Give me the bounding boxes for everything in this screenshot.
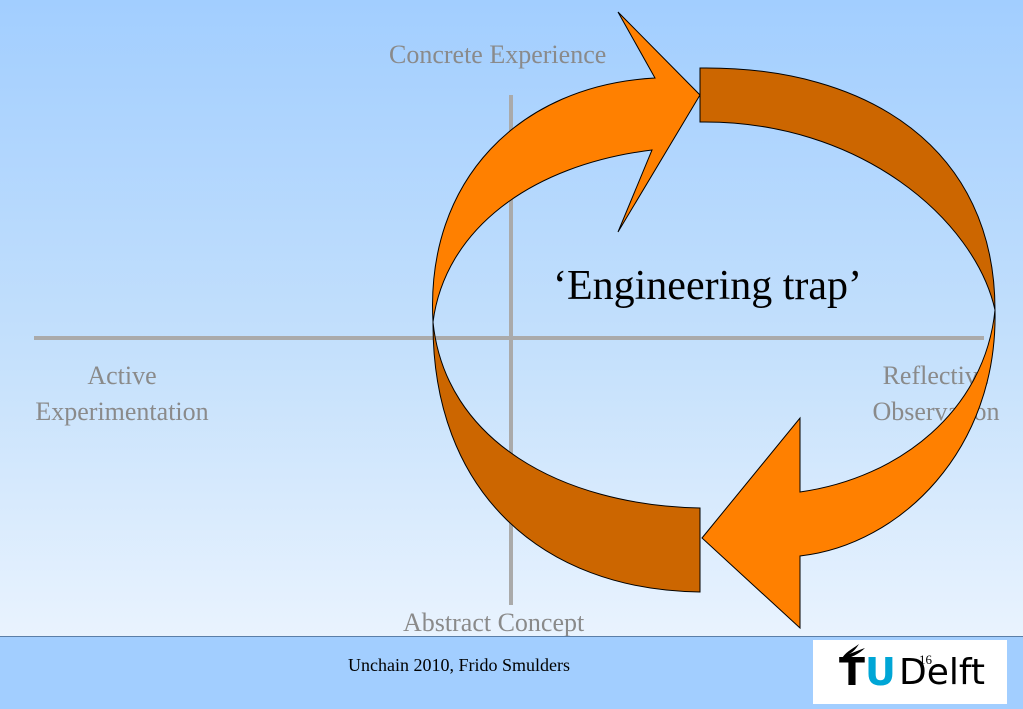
tudelft-logo: T U Delft — [813, 640, 1007, 704]
logo-u: U — [865, 650, 896, 694]
top-arrow-light-band — [432, 11, 701, 323]
label-reflective-observation: Reflective Observation — [850, 358, 1022, 430]
page-number: 16 — [919, 652, 932, 667]
label-active-line1: Active — [87, 361, 157, 390]
label-abstract-concept: Abstract Concept — [403, 608, 585, 637]
label-concrete-experience: Concrete Experience — [389, 40, 607, 69]
engineering-trap-text: ‘Engineering trap’ — [553, 263, 863, 309]
logo-delft: Delft — [899, 652, 986, 693]
footer-text: Unchain 2010, Frido Smulders — [348, 655, 570, 675]
flame-icon — [841, 644, 865, 660]
logo-t: T — [839, 650, 865, 694]
label-active-experimentation: Active Experimentation — [16, 358, 228, 430]
vertical-axis — [509, 95, 513, 605]
horizontal-axis — [34, 336, 984, 340]
bottom-arrow-light-band — [701, 309, 996, 630]
bottom-arrow-dark-band — [432, 321, 701, 593]
label-active-line2: Experimentation — [35, 397, 209, 426]
